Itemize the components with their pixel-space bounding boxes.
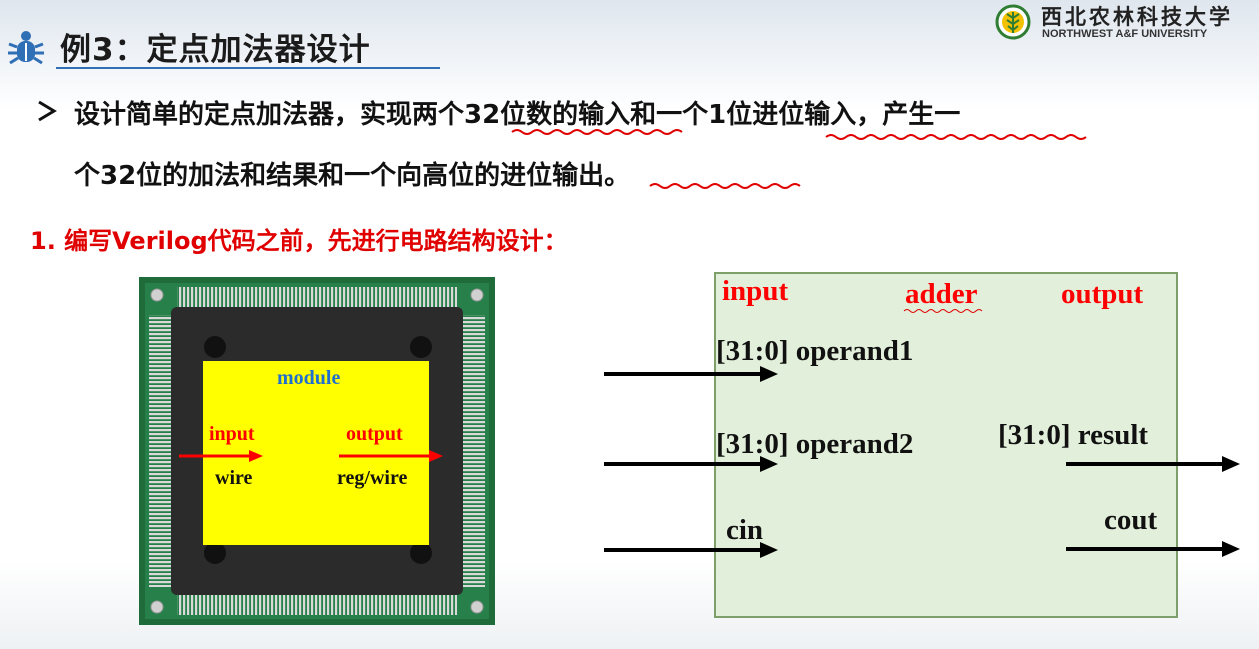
cin-port-label: cin (726, 514, 764, 546)
university-name-cn: 西北农林科技大学 (1041, 4, 1233, 29)
adder-input-header: input (722, 275, 789, 307)
operand1-port-label: [31:0] operand1 (716, 335, 914, 367)
squiggle-underline (825, 134, 1087, 140)
adder-output-header: output (1061, 278, 1144, 310)
chip-input-label: input (209, 423, 255, 445)
bullet-arrow-icon (38, 100, 57, 122)
squiggle-underline (511, 129, 683, 135)
debug-bug-icon (8, 31, 44, 65)
spellcheck-underline (903, 309, 983, 313)
adder-block (714, 272, 1178, 618)
adder-module-name: adder (905, 278, 978, 310)
bullet-text-line-2: 个32位的加法和结果和一个向高位的进位输出。 (74, 161, 631, 191)
cout-output-arrow (1066, 541, 1240, 557)
chip-output-label: output (346, 423, 403, 445)
squiggle-underline (649, 183, 801, 189)
cin-input-arrow (604, 542, 778, 558)
chip-regwire-label: reg/wire (337, 467, 408, 489)
module-label: module (277, 367, 341, 389)
fpga-chip-illustration: module input wire output reg/wire (139, 277, 495, 625)
bullet-text-line-1: 设计简单的定点加法器，实现两个32位数的输入和一个1位进位输入，产生一 (74, 100, 961, 130)
result-port-label: [31:0] result (998, 419, 1149, 451)
operand1-input-arrow (604, 366, 778, 382)
title-underline (56, 67, 440, 69)
university-name-en: NORTHWEST A&F UNIVERSITY (1042, 28, 1208, 40)
cout-port-label: cout (1104, 504, 1158, 536)
chip-wire-label: wire (215, 467, 253, 489)
operand2-input-arrow (604, 456, 778, 472)
university-emblem-icon (995, 4, 1031, 40)
university-logo: 西北农林科技大学 NORTHWEST A&F UNIVERSITY (995, 4, 1235, 46)
chip-board-image (139, 277, 495, 625)
step-heading: 1. 编写Verilog代码之前，先进行电路结构设计： (30, 227, 568, 255)
result-output-arrow (1066, 456, 1240, 472)
operand2-port-label: [31:0] operand2 (716, 428, 914, 460)
page-title: 例3：定点加法器设计 (60, 32, 371, 68)
